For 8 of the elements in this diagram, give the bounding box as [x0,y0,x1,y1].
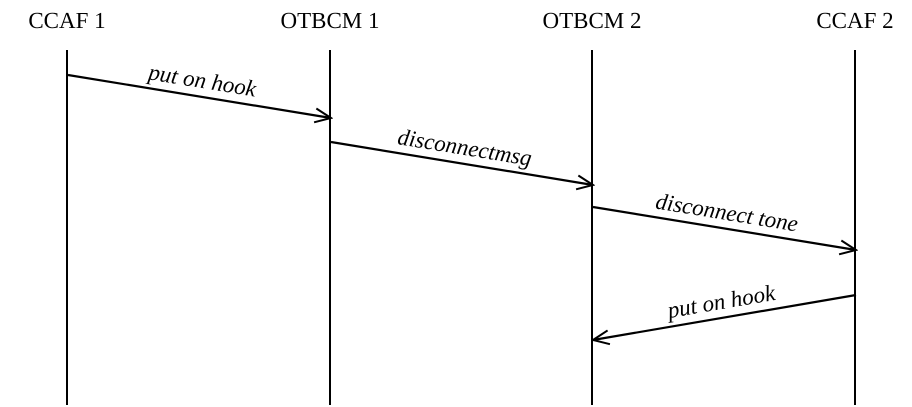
message-arrow [330,140,594,190]
message-arrow [68,74,332,124]
lifeline-heading: OTBCM 1 [279,8,381,34]
message-arrow [592,294,856,346]
lifeline-heading: CCAF 2 [815,8,895,34]
lifeline-heading: OTBCM 2 [541,8,643,34]
message-arrow [592,206,857,256]
lifeline-heading: CCAF 1 [27,8,107,34]
